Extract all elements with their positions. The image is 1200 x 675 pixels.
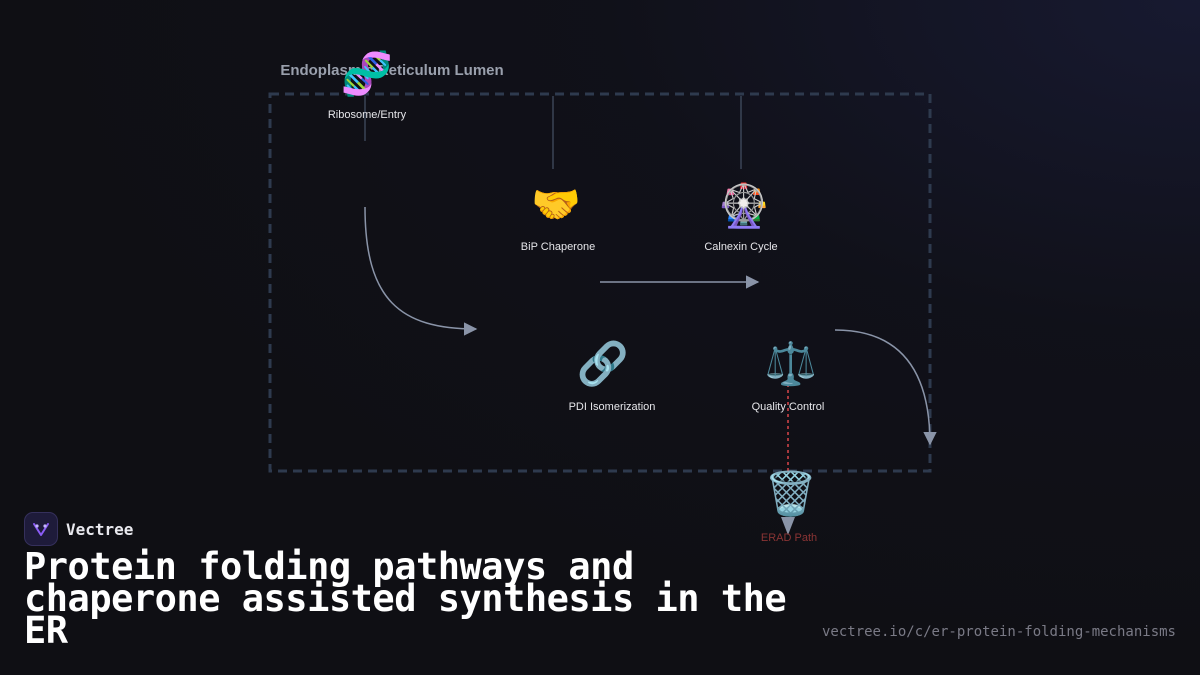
- node-label-bip: BiP Chaperone: [521, 241, 595, 253]
- node-bip: 🤝 BiP Chaperone: [521, 182, 595, 253]
- link-icon: 🔗: [577, 338, 629, 389]
- region-label: Endoplasmic Reticulum Lumen: [280, 62, 503, 79]
- er-lumen-region: [268, 92, 932, 473]
- node-label-pdi: PDI Isomerization: [569, 401, 656, 413]
- source-url[interactable]: vectree.io/c/er-protein-folding-mechanis…: [821, 624, 1176, 640]
- node-label-quality-control: Quality Control: [752, 401, 825, 413]
- connector-ribosome-to-pdi: [364, 206, 478, 336]
- page-title: Protein folding pathways and chaperone a…: [24, 545, 787, 652]
- connector-qc-to-exit: [834, 329, 937, 446]
- brand-name: Vectree: [66, 519, 134, 539]
- ferris-wheel-icon: 🎡: [718, 181, 770, 230]
- node-ribosome: 🧬 Ribosome/Entry: [328, 48, 407, 121]
- brand: Vectree: [24, 512, 133, 546]
- node-label-erad: ERAD Path: [761, 532, 817, 544]
- trash-icon: 🗑️: [765, 469, 817, 518]
- node-label-calnexin: Calnexin Cycle: [704, 241, 777, 253]
- node-calnexin: 🎡 Calnexin Cycle: [704, 181, 777, 253]
- node-label-ribosome: Ribosome/Entry: [328, 109, 407, 121]
- node-quality-control: ⚖️ Quality Control: [752, 339, 825, 413]
- balance-scale-icon: ⚖️: [765, 339, 817, 388]
- vectree-logo-icon: [24, 512, 58, 546]
- node-pdi: 🔗 PDI Isomerization: [569, 338, 656, 413]
- node-erad: 🗑️ ERAD Path: [761, 469, 817, 544]
- erad-arrow-head: [781, 517, 795, 535]
- dna-icon: 🧬: [341, 48, 393, 99]
- handshake-icon: 🤝: [531, 182, 581, 228]
